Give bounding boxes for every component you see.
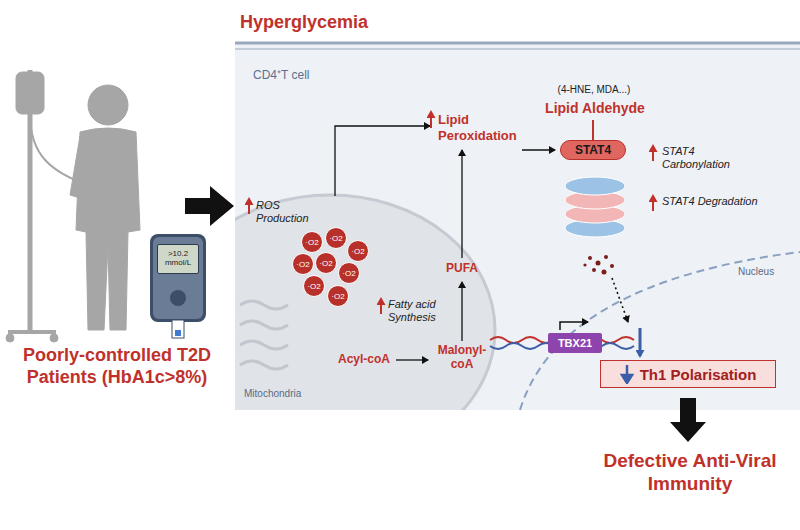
label: ROS Production xyxy=(256,199,318,225)
label: Malonyl-coA xyxy=(432,343,492,372)
peptide-fragments xyxy=(583,255,614,275)
node-text: ·O2 xyxy=(319,259,332,268)
gene-box: TBX21 xyxy=(548,333,602,353)
ros-bubble: ·O2 xyxy=(301,231,323,253)
ros-bubble: ·O2 xyxy=(338,262,360,284)
ros-bubble: ·O2 xyxy=(325,227,347,249)
label: Fatty acid Synthesis xyxy=(388,298,450,324)
big-arrow xyxy=(185,186,234,226)
label: PUFA xyxy=(440,261,484,275)
patient-figure xyxy=(6,70,140,342)
down-arrow xyxy=(620,364,634,384)
label: Lipid Peroxidation xyxy=(438,112,528,143)
meter-screen: >10.2 mmol/L xyxy=(157,244,199,274)
ros-bubble: ·O2 xyxy=(327,285,349,307)
stat4-protein: STAT4 xyxy=(560,140,626,160)
ros-bubble: ·O2 xyxy=(292,253,314,275)
glucometer xyxy=(150,234,206,338)
node-text: TBX21 xyxy=(558,337,592,349)
node-text: STAT4 xyxy=(575,143,611,157)
label: Lipid Aldehyde xyxy=(530,100,660,117)
ros-bubble: ·O2 xyxy=(303,275,325,297)
node-text: ·O2 xyxy=(329,234,342,243)
title: Hyperglycemia xyxy=(240,12,368,34)
node-text: ·O2 xyxy=(331,292,344,301)
node-text: Th1 Polarisation xyxy=(640,366,757,383)
label: (4-HNE, MDA...) xyxy=(540,84,648,96)
node-text: ·O2 xyxy=(351,247,364,256)
node-text: ·O2 xyxy=(305,238,318,247)
dna-strand xyxy=(490,337,634,349)
node-text: ·O2 xyxy=(296,260,309,269)
node-text: >10.2 mmol/L xyxy=(158,250,198,268)
outcome-box: Th1 Polarisation xyxy=(600,360,776,388)
ros-bubble: ·O2 xyxy=(347,240,369,262)
label: Acyl-coA xyxy=(338,352,398,366)
node-text: CD4⁺T cell xyxy=(253,66,309,83)
label: Mitochondria xyxy=(244,388,334,400)
nuclear-envelope xyxy=(520,252,800,410)
cell-panel: CD4⁺T cell ·O2 ·O2 ·O2 ·O2 ·O2 ·O2 ·O2 ·O2 STAT4T… xyxy=(235,42,800,410)
node-text: ·O2 xyxy=(307,282,320,291)
label: STAT4 Degradation xyxy=(662,195,762,208)
label: Nucleus xyxy=(738,266,796,278)
label: Defective Anti-Viral Immunity xyxy=(585,450,795,496)
label: STAT4 Carbonylation xyxy=(662,145,762,171)
big-arrow xyxy=(670,398,706,442)
ros-bubble: ·O2 xyxy=(315,252,337,274)
mitochondrion xyxy=(235,195,495,410)
label: Poorly-controlled T2D Patients (HbA1c>8%… xyxy=(22,345,212,388)
node-text: ·O2 xyxy=(342,269,355,278)
proteasome xyxy=(565,177,625,237)
